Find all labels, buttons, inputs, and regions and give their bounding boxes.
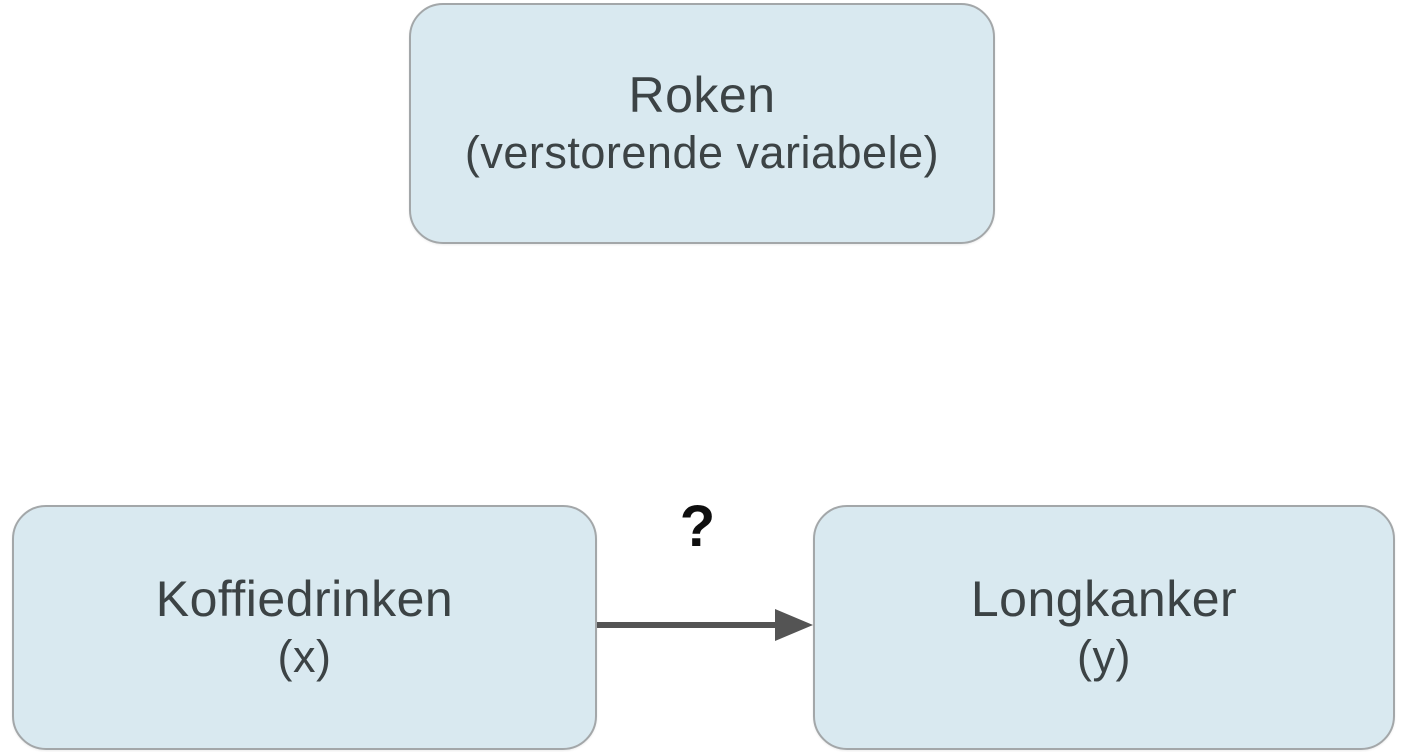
arrow-line-x-to-y xyxy=(597,622,777,628)
node-subtitle: (verstorende variabele) xyxy=(464,127,940,179)
edge-question-label: ? xyxy=(679,494,716,559)
node-title: Roken xyxy=(628,67,776,124)
arrow-head-icon xyxy=(775,609,813,641)
node-subtitle: (y) xyxy=(1077,631,1131,683)
node-confounder-roken: Roken (verstorende variabele) xyxy=(409,3,995,244)
node-title: Longkanker xyxy=(970,571,1238,628)
node-title: Koffiedrinken xyxy=(155,571,454,628)
node-outcome-longkanker: Longkanker (y) xyxy=(813,505,1395,750)
node-subtitle: (x) xyxy=(277,631,332,683)
node-exposure-koffiedrinken: Koffiedrinken (x) xyxy=(12,505,597,750)
